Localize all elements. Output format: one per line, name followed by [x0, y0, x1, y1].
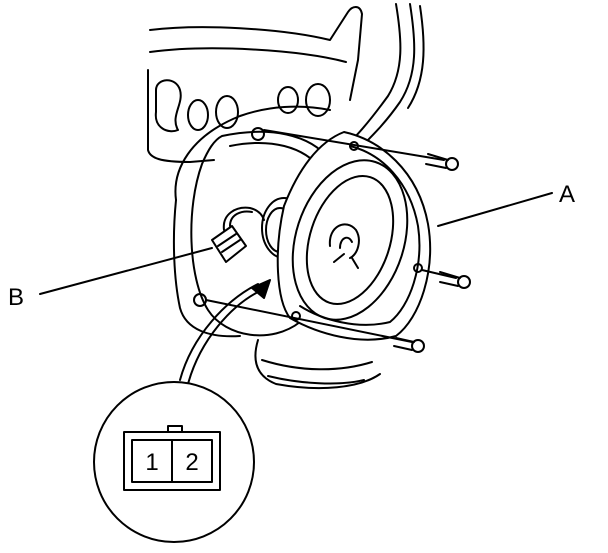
door-panel [147, 3, 425, 390]
callout-a-label: A [559, 181, 576, 208]
callout-b-leader [39, 247, 213, 295]
mounting-screws [205, 129, 471, 353]
connector-pin-1: 1 [145, 449, 158, 476]
detail-arrow [179, 279, 271, 385]
callout-a-leader [437, 192, 553, 227]
speaker-a [276, 131, 432, 341]
connector-detail [93, 381, 255, 543]
callout-leaders [39, 192, 553, 295]
connector-pin-2: 2 [185, 449, 198, 476]
callout-b-label: B [8, 284, 25, 311]
harness-connector-b [211, 206, 265, 263]
